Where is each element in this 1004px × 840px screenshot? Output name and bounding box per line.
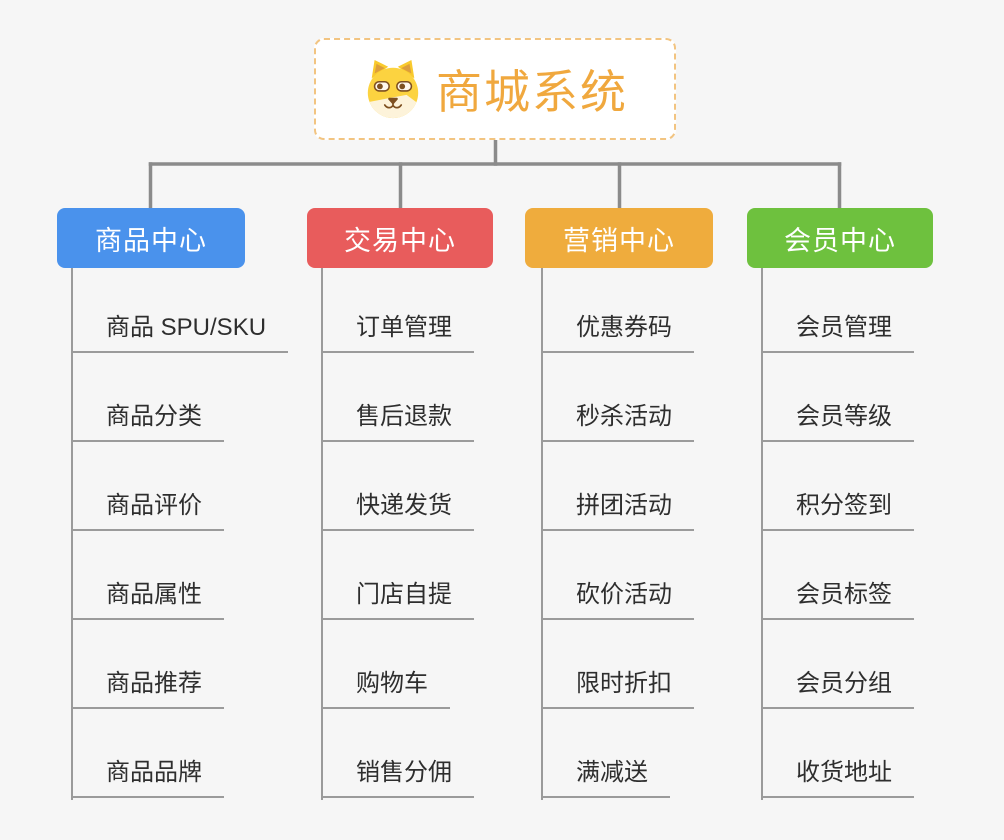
topic-node[interactable]: 商品属性 [72, 580, 224, 620]
topic-node[interactable]: 满减送 [542, 758, 670, 798]
topic-node[interactable]: 售后退款 [322, 402, 474, 442]
branch-node-4[interactable]: 会员中心 [747, 208, 933, 268]
root-topic-title: 商城系统 [436, 66, 628, 118]
topic-node[interactable]: 砍价活动 [542, 580, 694, 620]
branch-trunk-line [541, 268, 543, 800]
root-topic-node[interactable]: 商城系统 [314, 38, 676, 140]
topic-node[interactable]: 会员分组 [762, 669, 914, 709]
topic-node[interactable]: 商品评价 [72, 491, 224, 531]
topic-node[interactable]: 商品品牌 [72, 758, 224, 798]
branch-node-3[interactable]: 营销中心 [525, 208, 713, 268]
branch-node-2[interactable]: 交易中心 [307, 208, 493, 268]
topic-node[interactable]: 优惠券码 [542, 313, 694, 353]
topic-node[interactable]: 拼团活动 [542, 491, 694, 531]
branch-trunk-line [761, 268, 763, 800]
topic-node[interactable]: 快递发货 [322, 491, 474, 531]
topic-node[interactable]: 会员标签 [762, 580, 914, 620]
topic-node[interactable]: 商品 SPU/SKU [72, 313, 289, 353]
dog-face-icon [367, 59, 419, 119]
topic-node[interactable]: 会员管理 [762, 313, 914, 353]
topic-node[interactable]: 商品分类 [72, 402, 224, 442]
topic-node[interactable]: 购物车 [322, 669, 450, 709]
topic-node[interactable]: 销售分佣 [322, 758, 474, 798]
topic-node[interactable]: 会员等级 [762, 402, 914, 442]
topic-node[interactable]: 秒杀活动 [542, 402, 694, 442]
topic-node[interactable]: 订单管理 [322, 313, 474, 353]
topic-node[interactable]: 积分签到 [762, 491, 914, 531]
branch-trunk-line [71, 268, 73, 800]
topic-node[interactable]: 收货地址 [762, 758, 914, 798]
branch-node-1[interactable]: 商品中心 [57, 208, 245, 268]
branch-trunk-line [321, 268, 323, 800]
topic-node[interactable]: 门店自提 [322, 580, 474, 620]
topic-node[interactable]: 限时折扣 [542, 669, 694, 709]
topic-node[interactable]: 商品推荐 [72, 669, 224, 709]
